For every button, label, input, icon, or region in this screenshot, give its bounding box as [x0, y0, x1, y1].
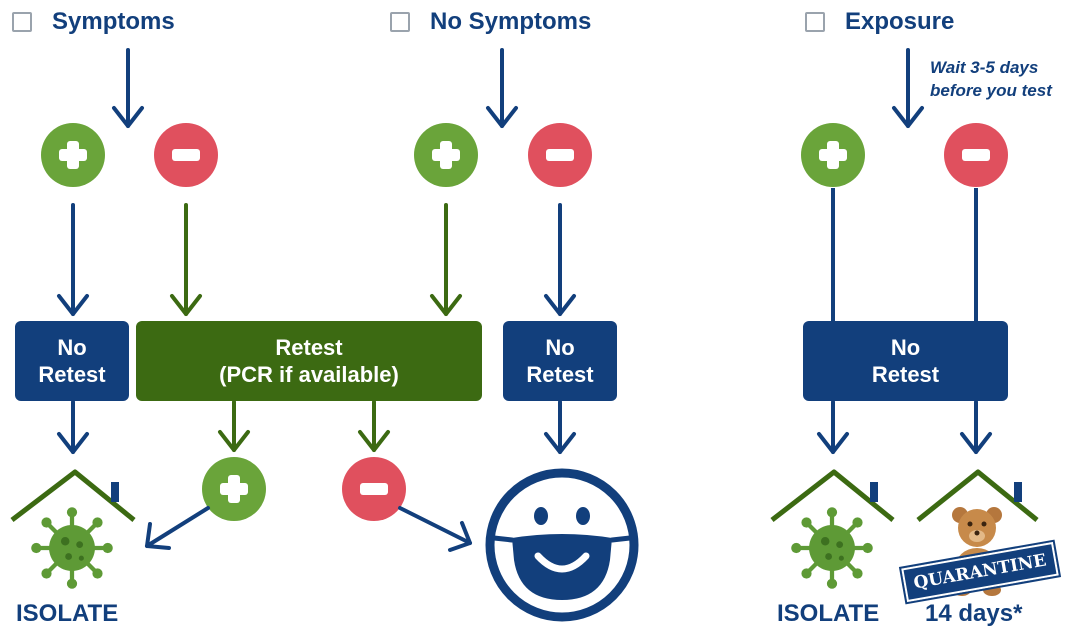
- chimney: [1014, 482, 1022, 502]
- no-retest-box-no-symptoms: No Retest: [503, 321, 617, 401]
- no-retest-line2: Retest: [526, 362, 594, 387]
- house-icon: [10, 469, 136, 522]
- exposure-arrow: [892, 48, 924, 128]
- minus-icon: [944, 123, 1008, 187]
- arrow-down-icon: [544, 400, 576, 454]
- no-retest-line1: No: [890, 335, 921, 360]
- checkbox-icon[interactable]: [805, 12, 825, 32]
- isolate-label-right: ISOLATE: [777, 600, 880, 627]
- arrow-down-icon: [817, 400, 849, 454]
- arrow-down-icon: [57, 400, 89, 454]
- plus-icon: [202, 457, 266, 521]
- symptoms-arrow: [112, 48, 144, 128]
- arrow-down-icon: [960, 400, 992, 454]
- retest-line1: Retest: [275, 335, 343, 360]
- no-symptoms-header[interactable]: No Symptoms: [390, 6, 591, 38]
- plus-icon: [414, 123, 478, 187]
- arrow-to-isolate: [145, 506, 210, 550]
- exposure-header[interactable]: Exposure: [805, 6, 954, 38]
- arrow-down-icon: [218, 400, 250, 452]
- no-retest-line2: Retest: [38, 362, 106, 387]
- wait-note-line1: Wait 3-5 days: [930, 58, 1039, 77]
- wait-note-line2: before you test: [930, 81, 1052, 100]
- plus-icon: [41, 123, 105, 187]
- minus-icon: [342, 457, 406, 521]
- retest-line2: (PCR if available): [219, 362, 399, 387]
- retest-box: Retest (PCR if available): [136, 321, 482, 401]
- checkbox-icon[interactable]: [390, 12, 410, 32]
- wait-note: Wait 3-5 days before you test: [930, 56, 1085, 102]
- isolate-label-left: ISOLATE: [16, 600, 119, 627]
- chimney: [870, 482, 878, 502]
- no-retest-box-exposure: No Retest: [803, 321, 1008, 401]
- arrow-down-icon: [544, 203, 576, 316]
- arrow-down-icon: [170, 203, 202, 316]
- days-label: 14 days*: [925, 600, 1023, 627]
- symptoms-label: Symptoms: [52, 8, 175, 35]
- minus-icon: [528, 123, 592, 187]
- no-retest-line1: No: [57, 335, 87, 360]
- chimney: [111, 482, 119, 502]
- virus-icon: [31, 507, 113, 589]
- no-retest-line1: No: [545, 335, 575, 360]
- no-symptoms-label: No Symptoms: [430, 8, 592, 35]
- symptoms-header[interactable]: Symptoms: [12, 6, 175, 38]
- exposure-label: Exposure: [845, 8, 955, 35]
- checkbox-icon[interactable]: [12, 12, 32, 32]
- no-retest-box-symptoms: No Retest: [15, 321, 129, 401]
- no-symptoms-arrow: [486, 48, 518, 128]
- arrow-down-icon: [358, 400, 390, 452]
- arrow-down-icon: [430, 203, 462, 316]
- no-retest-line2: Retest: [871, 362, 940, 387]
- virus-icon: [791, 507, 873, 589]
- plus-icon: [801, 123, 865, 187]
- arrow-down-icon: [57, 203, 89, 316]
- arrow-to-face: [398, 506, 472, 552]
- house-icon: [770, 469, 895, 522]
- house-icon: [916, 469, 1039, 522]
- masked-face-icon: [485, 468, 639, 622]
- minus-icon: [154, 123, 218, 187]
